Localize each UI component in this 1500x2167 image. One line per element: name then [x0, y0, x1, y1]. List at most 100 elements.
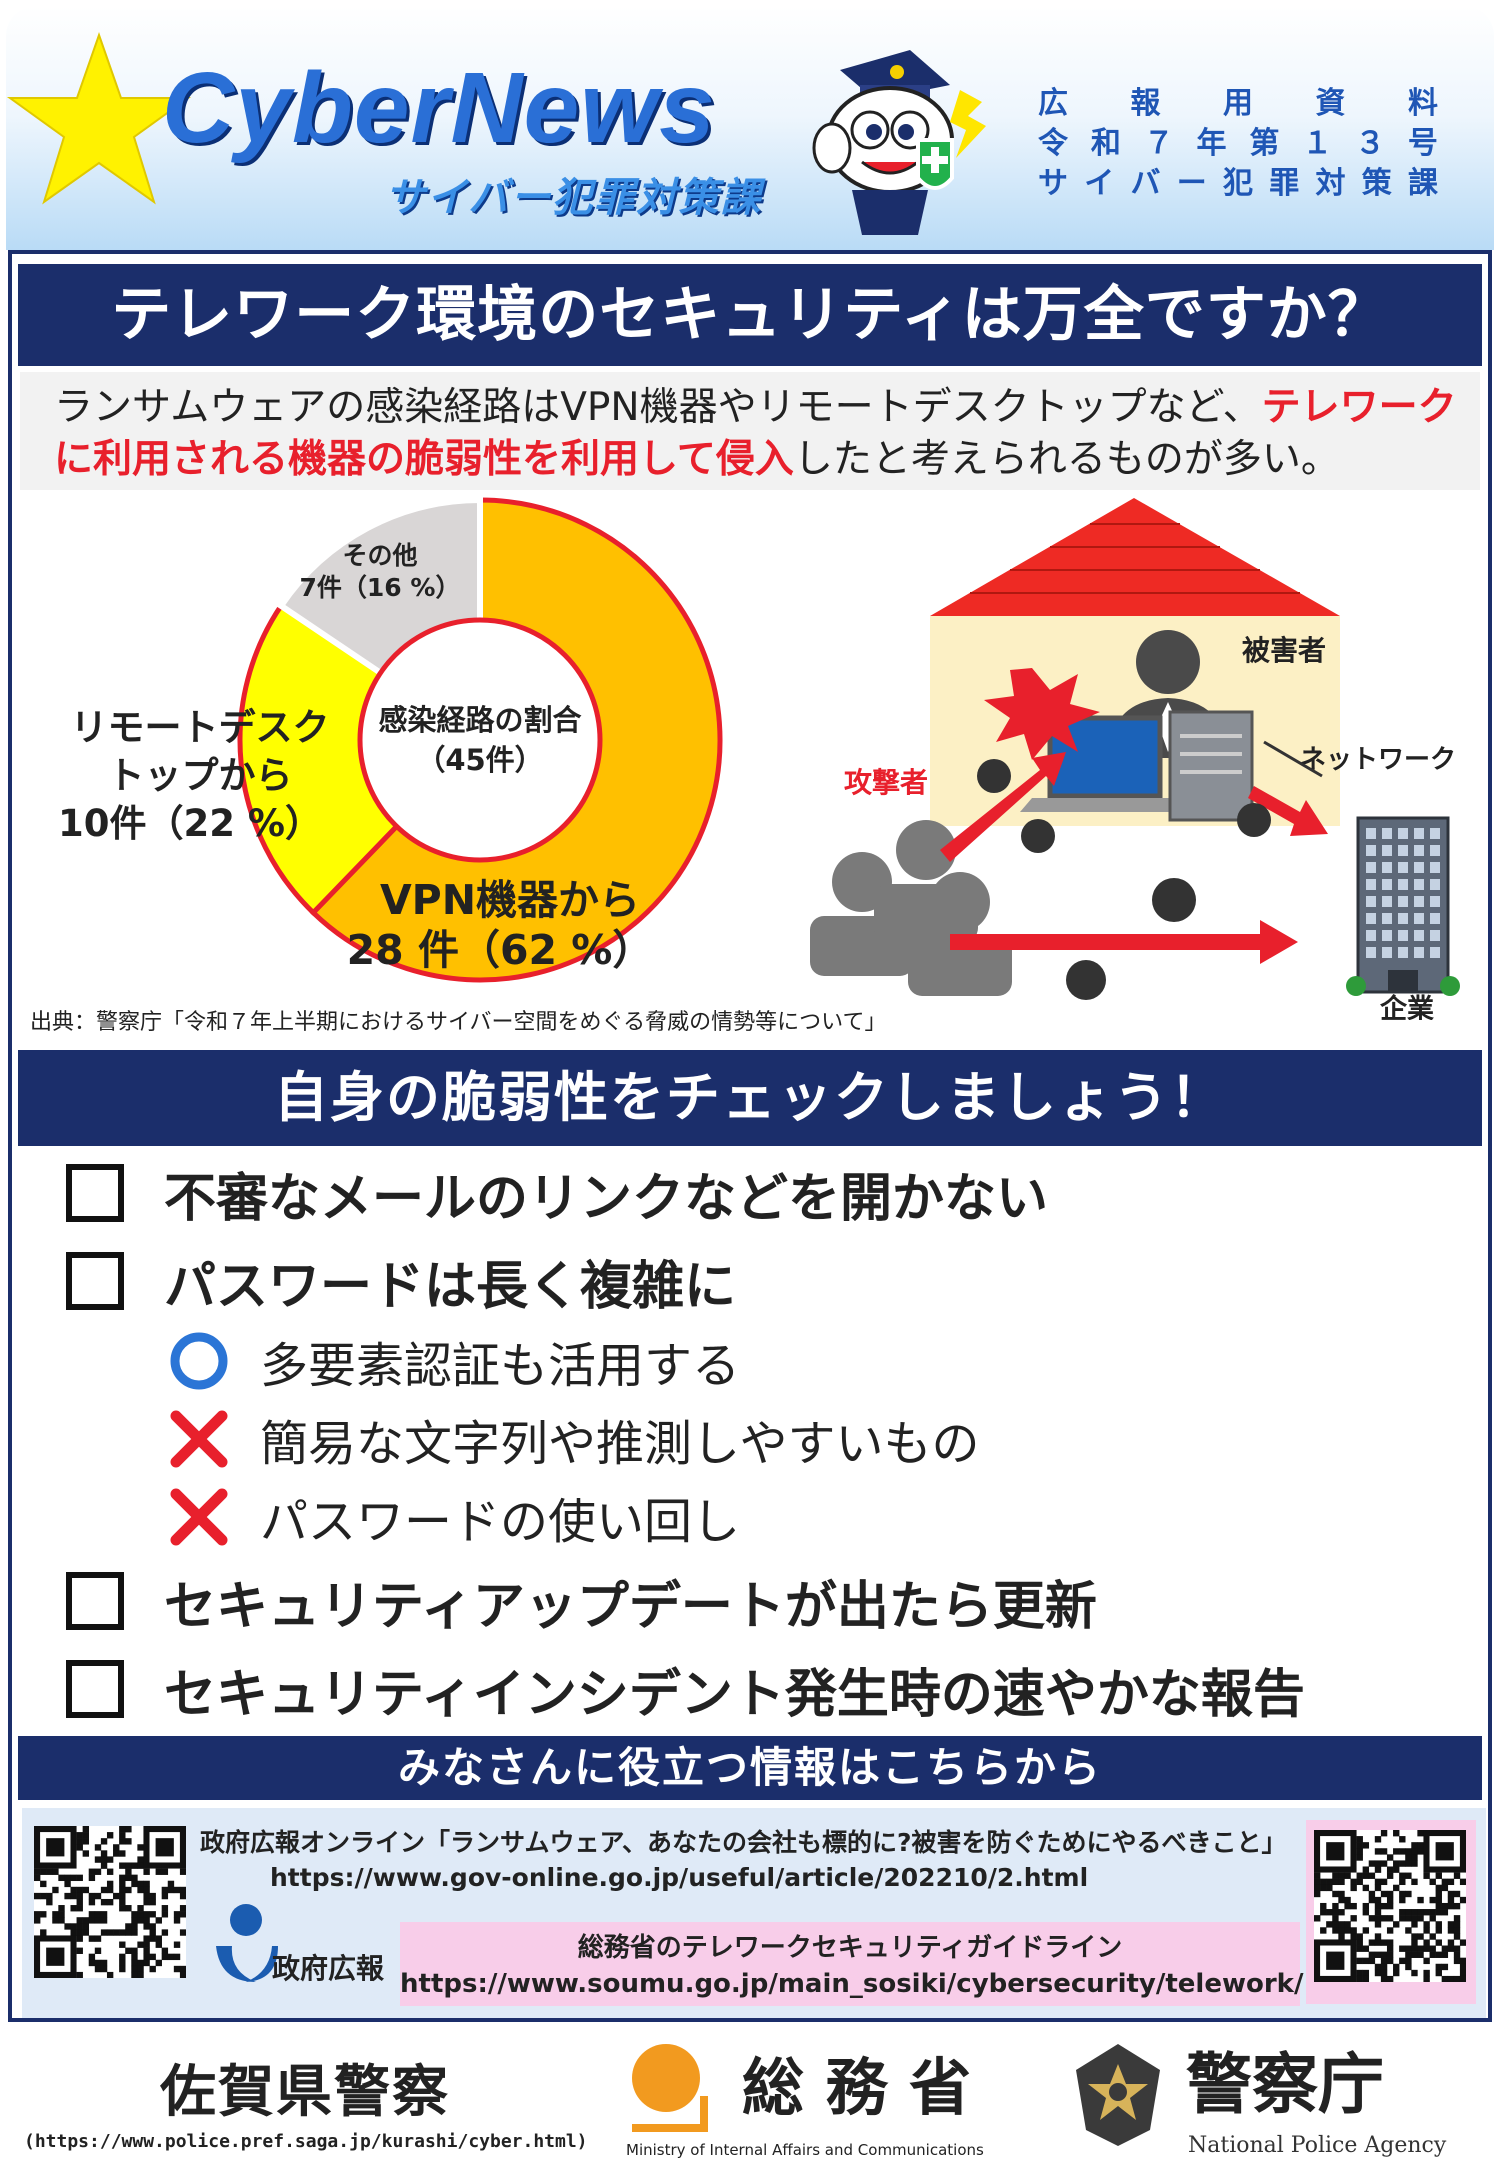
issue-char: 年 — [1196, 126, 1227, 161]
cross-ng-icon — [170, 1410, 228, 1468]
issue-line-1: 広報用資料 — [1038, 84, 1438, 124]
issue-char: １ — [1302, 126, 1333, 161]
intro-part-2: したと考えられるものが多い。 — [793, 437, 1340, 482]
attack-arrows — [940, 752, 1328, 964]
police-mascot-icon — [812, 50, 986, 235]
password-tip-1: 多要素認証も活用する — [168, 1328, 740, 1394]
cybernews-logo: CyberNews — [162, 52, 716, 164]
soumu-name: 総 務 省 — [742, 2051, 972, 2124]
server-icon — [1168, 710, 1254, 822]
issue-char: 令 — [1038, 126, 1068, 161]
issue-char: 策 — [1361, 166, 1392, 201]
check-item-4[interactable]: セキュリティインシデント発生時の速やかな報告 — [66, 1654, 1305, 1725]
attack-route-diagram: 被害者 ネットワーク 攻撃者 — [810, 498, 1460, 1020]
issue-char: 和 — [1090, 126, 1121, 161]
checkbox-icon[interactable] — [66, 1660, 124, 1718]
issue-char: 用 — [1223, 86, 1253, 121]
check-item-2[interactable]: パスワードは長く複雑に — [66, 1246, 737, 1317]
explosion-icon — [984, 668, 1100, 760]
issue-char: 広 — [1038, 86, 1068, 121]
soumu-guideline-title: 総務省のテレワークセキュリティガイドライン — [577, 1933, 1123, 1963]
source-citation: 出典：警察庁「令和７年上半期におけるサイバー空間をめぐる脅威の情勢等について」 — [30, 1010, 887, 1035]
slice-label-remote-desktop: リモートデスク — [71, 706, 330, 749]
npa-english-name: National Police Agency — [1188, 2133, 1447, 2158]
intro-part-1: ランサムウェアの感染経路はVPN機器やリモートデスクトップなど、 — [54, 385, 1262, 430]
issue-char: 罪 — [1269, 166, 1300, 201]
issue-line-3: サイバー犯罪対策課 — [1038, 164, 1438, 204]
slice-label-other: その他 — [342, 541, 417, 570]
gov-pr-logo-icon — [216, 1904, 278, 1982]
intro-highlight: テレワークに利用される機器の脆弱性を利用して侵入 — [54, 385, 1457, 482]
cybernews-subtitle: サイバー犯罪対策課 — [385, 176, 763, 220]
slice-value-vpn: 28 件（62 %） — [347, 926, 654, 974]
issue-char: バ — [1130, 166, 1161, 201]
qr-code-soumu[interactable] — [1314, 1830, 1466, 1982]
issue-char: イ — [1084, 166, 1115, 201]
company-building-icon — [1346, 816, 1460, 996]
header-banner — [6, 6, 1494, 250]
check-heading-banner: 自身の脆弱性をチェックしましょう！ — [18, 1050, 1482, 1146]
network-label: ネットワーク — [1300, 745, 1456, 775]
headline-banner: テレワーク環境のセキュリティは万全ですか？ — [18, 264, 1482, 366]
issue-char: 犯 — [1223, 166, 1253, 201]
network-arrow — [1263, 740, 1323, 778]
gov-online-title: 政府広報オンライン「ランサムウェア、あなたの会社も標的に?被害を防ぐためにやるべ… — [200, 1828, 1287, 1857]
checkbox-icon[interactable] — [66, 1252, 124, 1310]
password-tip-text: パスワードの使い回し — [260, 1494, 741, 1550]
issue-char: ３ — [1355, 126, 1386, 161]
issue-char: 課 — [1408, 166, 1438, 201]
password-tip-text: 簡易な文字列や推測しやすいもの — [260, 1416, 980, 1472]
slice-label-vpn: VPN機器から — [380, 876, 640, 924]
check-item-text: セキュリティインシデント発生時の速やかな報告 — [164, 1664, 1305, 1725]
issue-char: ー — [1176, 166, 1207, 201]
password-tip-2: 簡易な文字列や推測しやすいもの — [168, 1406, 980, 1472]
soumu-logo-icon — [632, 2044, 708, 2132]
check-item-text: セキュリティアップデートが出たら更新 — [164, 1576, 1097, 1637]
donut-center-label: 感染経路の割合 — [378, 703, 581, 737]
qr-code-gov-online[interactable] — [34, 1826, 186, 1978]
infection-route-donut-chart: 感染経路の割合 （45件） その他 7件（16 %） リモートデスク トップから… — [58, 496, 723, 983]
gov-pr-logo-text: 政府広報 — [272, 1952, 385, 1985]
circle-ok-icon — [170, 1332, 228, 1390]
company-label: 企業 — [1380, 993, 1434, 1020]
issue-char: 資 — [1315, 86, 1346, 121]
gov-online-url[interactable]: https://www.gov-online.go.jp/useful/arti… — [270, 1863, 1089, 1892]
soumu-guideline-box[interactable]: 総務省のテレワークセキュリティガイドライン https://www.soumu.… — [400, 1922, 1304, 2006]
saga-police-url[interactable]: (https://www.police.pref.saga.jp/kurashi… — [24, 2131, 588, 2152]
soumu-english-name: Ministry of Internal Affairs and Communi… — [626, 2141, 984, 2159]
issue-char: 対 — [1315, 166, 1346, 201]
check-item-text: パスワードは長く複雑に — [164, 1256, 737, 1317]
npa-name: 警察庁 — [1186, 2045, 1384, 2123]
cross-ng-icon — [170, 1488, 228, 1546]
check-item-text: 不審なメールのリンクなどを開かない — [164, 1168, 1049, 1229]
info-heading-banner: みなさんに役立つ情報はこちらから — [18, 1736, 1482, 1800]
star-icon — [6, 31, 192, 205]
donut-hole — [357, 617, 603, 863]
issue-char: 号 — [1407, 126, 1438, 161]
slice-value-remote-desktop: 10件（22 %） — [58, 802, 322, 845]
check-item-3[interactable]: セキュリティアップデートが出たら更新 — [66, 1566, 1097, 1637]
issue-char: 料 — [1408, 86, 1438, 121]
issue-char: ７ — [1143, 126, 1174, 161]
victim-label: 被害者 — [1242, 634, 1326, 667]
password-tip-text: 多要素認証も活用する — [260, 1338, 741, 1394]
issue-char: 第 — [1249, 126, 1280, 161]
slice-value-other: 7件（16 %） — [300, 573, 461, 602]
checkbox-icon[interactable] — [66, 1572, 124, 1630]
virus-icons — [977, 759, 1271, 1000]
checkbox-icon[interactable] — [66, 1164, 124, 1222]
donut-center-count: （45件） — [416, 743, 543, 777]
issue-char: 報 — [1130, 86, 1161, 121]
soumu-guideline-url[interactable]: https://www.soumu.go.jp/main_sosiki/cybe… — [400, 1969, 1304, 1999]
attacker-group-icon — [810, 820, 1012, 996]
house-roof — [930, 498, 1340, 616]
password-tip-3: パスワードの使い回し — [168, 1484, 740, 1550]
attacker-label: 攻撃者 — [844, 766, 928, 799]
check-item-1[interactable]: 不審なメールのリンクなどを開かない — [66, 1158, 1049, 1229]
npa-emblem-icon — [1076, 2044, 1160, 2146]
slice-label-remote-desktop-2: トップから — [108, 754, 293, 797]
intro-text: ランサムウェアの感染経路はVPN機器やリモートデスクトップなど、テレワークに利用… — [20, 372, 1480, 490]
